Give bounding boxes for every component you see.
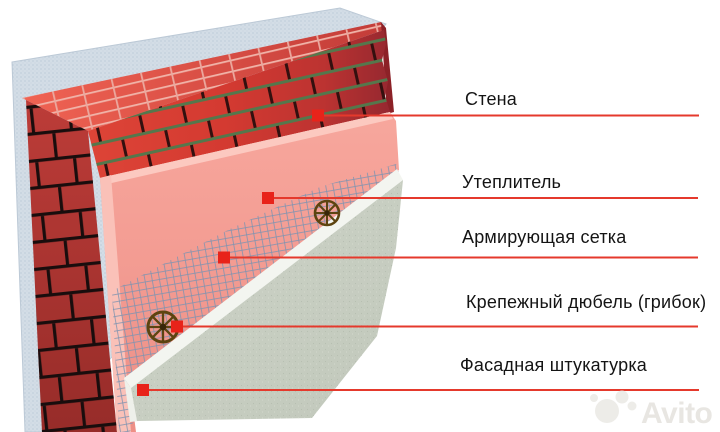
watermark-logo-icon bbox=[590, 390, 637, 423]
callout-label-dowel: Крепежный дюбель (грибок) bbox=[466, 292, 707, 312]
callout-marker-dowel bbox=[171, 320, 183, 333]
callout-lines bbox=[143, 114, 699, 391]
callout-label-plaster: Фасадная штукатурка bbox=[460, 355, 648, 375]
callout-marker-plaster bbox=[137, 384, 149, 396]
callout-label-wall: Стена bbox=[465, 89, 518, 109]
callout-marker-insulation bbox=[262, 192, 274, 204]
brick-wall bbox=[22, 22, 394, 432]
callout-markers bbox=[137, 109, 324, 396]
callout-marker-mesh bbox=[218, 251, 230, 264]
callout-label-mesh: Армирующая сетка bbox=[462, 227, 627, 247]
callout-label-insulation: Утеплитель bbox=[462, 172, 562, 192]
watermark-text: Avito bbox=[641, 397, 713, 430]
callout-marker-wall bbox=[312, 109, 324, 122]
